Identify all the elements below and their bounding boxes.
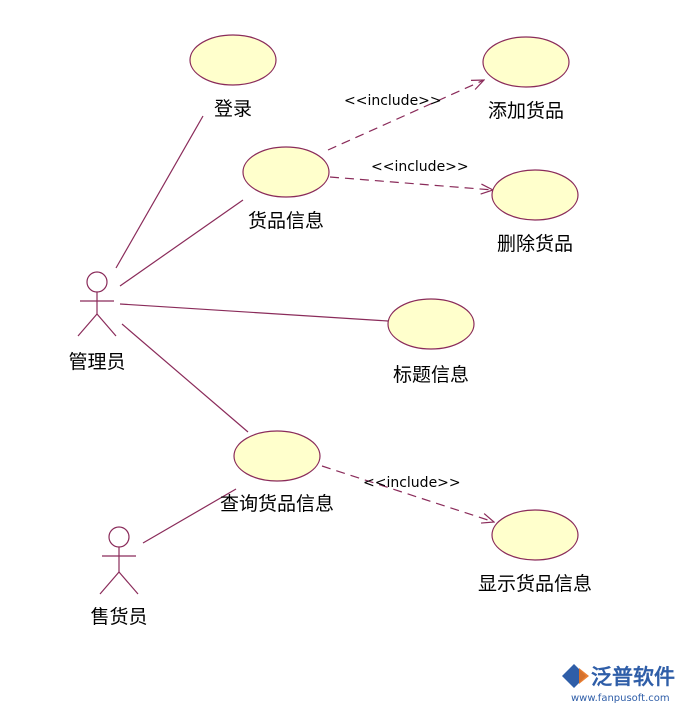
associations <box>115 115 389 544</box>
assoc-admin-query-goods-info <box>121 323 249 433</box>
include-label-add-goods: <<include>> <box>344 93 442 109</box>
actor-admin-label: 管理员 <box>68 351 125 373</box>
include-arrow-delete-goods <box>329 176 493 190</box>
usecase-goods-info-label: 货品信息 <box>248 210 324 232</box>
usecase-login[interactable]: 登录 <box>189 34 277 120</box>
include-label-delete-goods: <<include>> <box>371 159 469 175</box>
assoc-admin-login <box>115 115 204 269</box>
watermark: 泛普软件 www.fanpusoft.com <box>562 664 675 704</box>
include-label-display-goods-info: <<include>> <box>363 475 461 491</box>
include-arrow-display-goods-info <box>321 465 494 522</box>
usecase-delete-goods[interactable]: 删除货品 <box>491 169 579 255</box>
usecase-add-goods-label: 添加货品 <box>488 100 564 122</box>
usecase-query-goods-info-label: 查询货品信息 <box>220 493 334 515</box>
actor-seller[interactable]: 售货员 <box>90 526 148 628</box>
watermark-url: www.fanpusoft.com <box>571 693 670 704</box>
actor-seller-head-icon <box>108 526 130 548</box>
usecase-add-goods[interactable]: 添加货品 <box>482 36 570 122</box>
fanpu-logo-icon <box>562 664 589 688</box>
assoc-admin-title-info <box>119 303 389 322</box>
actor-admin[interactable]: 管理员 <box>68 271 126 373</box>
assoc-seller-query-goods-info <box>142 488 237 544</box>
watermark-brand: 泛普软件 <box>591 665 675 689</box>
usecase-title-info[interactable]: 标题信息 <box>387 298 475 386</box>
usecase-title-info-label: 标题信息 <box>393 364 469 386</box>
usecase-login-label: 登录 <box>214 98 252 120</box>
usecase-goods-info[interactable]: 货品信息 <box>242 146 330 232</box>
actor-admin-head-icon <box>86 271 108 293</box>
usecase-query-goods-info[interactable]: 查询货品信息 <box>220 430 334 515</box>
assoc-admin-goods-info <box>119 199 244 287</box>
include-arrow-add-goods <box>327 80 484 151</box>
include-dependencies <box>321 80 494 522</box>
actor-seller-label: 售货员 <box>90 606 147 628</box>
usecase-delete-goods-label: 删除货品 <box>497 233 573 255</box>
usecase-display-goods-info[interactable]: 显示货品信息 <box>478 509 592 595</box>
usecase-display-goods-info-label: 显示货品信息 <box>478 573 592 595</box>
